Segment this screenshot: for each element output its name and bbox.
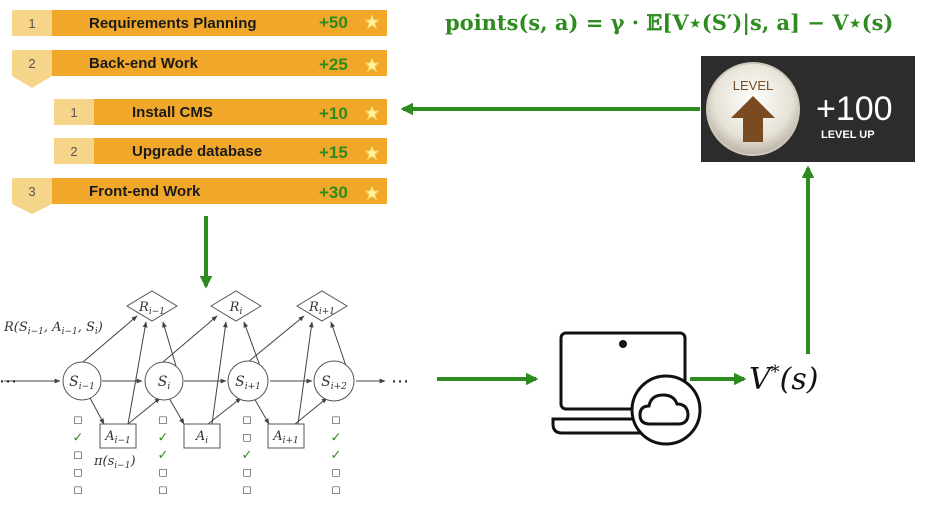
star-icon (365, 58, 379, 72)
task-number: 2 (12, 50, 52, 76)
policy-label: π(si−1) (93, 454, 136, 471)
level-word: LEVEL (733, 78, 773, 93)
state-node (227, 360, 269, 402)
state-nodes (62, 360, 355, 402)
task-fold (12, 76, 52, 88)
reward-nodes (126, 290, 348, 322)
reward-node (126, 290, 178, 322)
action-nodes (99, 423, 305, 449)
checklist-box: ☐ (332, 486, 341, 497)
task-number: 1 (12, 10, 52, 36)
checklist-box: ☐ (243, 469, 252, 480)
task-title: Back-end Work (89, 54, 198, 72)
action-node (267, 423, 305, 449)
star-icon (365, 186, 379, 200)
task-points: +15 (319, 143, 348, 162)
reward-node (210, 290, 262, 322)
task-number: 1 (54, 99, 94, 125)
task-row: 1 Requirements Planning +50 (12, 10, 387, 36)
checklist-check: ✓ (73, 431, 84, 446)
task-points: +30 (319, 183, 348, 202)
task-number: 3 (12, 178, 52, 204)
subtask-row: 2 Upgrade database +15 (54, 138, 387, 164)
checklist-box: ☐ (74, 451, 83, 462)
reward-node (296, 290, 348, 322)
star-icon (365, 15, 379, 29)
task-title: Upgrade database (132, 142, 263, 160)
action-label: Ai (195, 429, 208, 446)
value-function-label: V*(s) (749, 362, 819, 397)
checklist-box: ☐ (159, 486, 168, 497)
checklist-check: ✓ (331, 448, 342, 463)
checklist-check: ✓ (158, 431, 169, 446)
checklist-box: ☐ (332, 416, 341, 427)
level-up-caption: LEVEL UP (821, 129, 875, 141)
task-title: Requirements Planning (89, 14, 257, 32)
action-node (183, 423, 221, 449)
checklist-box: ☐ (74, 486, 83, 497)
task-points: +10 (319, 103, 348, 123)
task-points: +25 (319, 55, 348, 74)
checklist-check: ✓ (331, 431, 342, 446)
task-row: 3 Front-end Work +30 (12, 178, 387, 204)
level-up-arrow-icon (731, 96, 775, 142)
checklist-box: ☐ (159, 469, 168, 480)
state-node (62, 361, 102, 401)
action-node (99, 423, 137, 449)
checklist-box: ☐ (243, 434, 252, 445)
state-node (144, 361, 184, 401)
checklist-check: ✓ (242, 448, 253, 463)
reward-function-label: R(Si−1, Ai−1, Si) (3, 320, 103, 337)
star-icon (365, 146, 379, 160)
checklist-box: ☐ (74, 469, 83, 480)
task-title: Front-end Work (89, 182, 201, 200)
checklist-check: ✓ (158, 448, 169, 463)
star-icon (365, 106, 379, 120)
checklist-box: ☐ (243, 416, 252, 427)
points-formula: points(s, a) = γ · 𝔼[V⋆(S′)|s, a] − V⋆(s… (445, 10, 894, 35)
level-up-badge: LEVEL +100 LEVEL UP (701, 56, 915, 162)
checklist-box: ☐ (243, 486, 252, 497)
left-ellipsis: ⋯ (0, 371, 17, 392)
checklist-box: ☐ (332, 469, 341, 480)
mdp-edges (4, 315, 386, 425)
checklist-box: ☐ (74, 416, 83, 427)
laptop-cloud-icon (551, 331, 702, 446)
subtask-row: 1 Install CMS +10 (54, 99, 387, 125)
task-title: Install CMS (132, 103, 213, 121)
task-row: 2 Back-end Work +25 (12, 50, 387, 76)
task-fold (12, 204, 52, 214)
checklist-box: ☐ (159, 416, 168, 427)
task-number: 2 (54, 138, 94, 164)
level-badge-graphic: LEVEL +100 LEVEL UP (706, 62, 893, 156)
state-node (313, 360, 355, 402)
state-label: Si (158, 374, 171, 392)
level-points: +100 (816, 90, 893, 128)
checklists: ☐ ✓ ☐ ☐ ☐ ☐ ✓ ✓ ☐ ☐ ☐ ☐ ✓ ☐ ☐ ☐ ✓ ✓ ☐ ☐ (73, 416, 342, 497)
right-ellipsis: ⋯ (391, 371, 409, 392)
reward-label: Ri (229, 300, 243, 317)
task-points: +50 (319, 13, 348, 32)
